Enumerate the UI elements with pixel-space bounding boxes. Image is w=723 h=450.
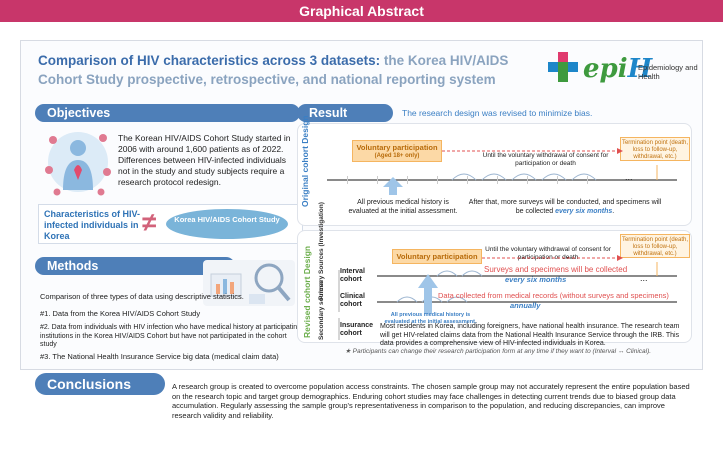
revised-until-arrowhead [617,255,623,261]
cohort-study-oval: Korea HIV/AIDS Cohort Study [166,209,288,239]
result-subtitle: The research design was revised to minim… [402,108,593,118]
objectives-heading: Objectives [35,104,300,122]
insurance-cohort-text: Most residents in Korea, including forei… [380,323,680,347]
graphical-abstract-header: Graphical Abstract [0,0,723,22]
conclusions-heading: Conclusions [35,373,165,395]
participation-footnote: ★ Participants can change their research… [345,348,652,355]
original-until-text: Until the voluntary withdrawal of consen… [482,152,609,167]
interval-cycle-arcs [436,270,483,277]
revised-timeline-diagram [338,255,677,340]
interval-cohort-label: Interval cohort [340,268,365,283]
records-text: Data collected from medical records (wit… [438,291,669,300]
original-until-arrowhead [617,148,623,154]
original-ticks [347,176,588,184]
methods-item-1: #1. Data from the Korea HIV/AIDS Cohort … [40,309,201,318]
objectives-text: The Korean HIV/AIDS Cohort Study started… [118,133,291,187]
data-analysis-illustration-icon [203,260,295,306]
conclusions-text: A research group is created to overcome … [172,382,690,420]
methods-item-2: #2. Data from individuals with HIV infec… [40,324,302,348]
every-six-months-text: every six months [505,275,567,284]
revised-voluntary-box: Voluntary participation [392,249,482,264]
paper-title-line1: Comparison of HIV characteristics across… [38,53,508,68]
journal-logo-wordmark: epiH [583,54,652,84]
revised-history-text: All previous medical history is evaluate… [384,312,477,325]
characteristics-label: Characteristics of HIV-infected individu… [44,209,141,241]
paper-title-line2: Cohort Study prospective, retrospective,… [38,72,496,87]
original-after-main: After that, more surveys will be conduct… [468,199,662,215]
original-termination-box: Termination point (death, loss to follow… [620,137,690,161]
hiv-person-icon [45,132,111,196]
original-history-text: All previous medical history is evaluate… [348,199,458,215]
revised-dots: ... [640,273,648,283]
logo-word-epi: epi [583,54,628,84]
revised-up-arrow [418,274,438,314]
original-vp-sub: (Aged 18+ only) [374,153,420,159]
not-equal-icon: ≠ [142,207,157,237]
methods-heading: Methods [35,257,235,275]
original-vp-title: Voluntary participation [356,143,438,152]
original-timeline-diagram [327,148,677,195]
annually-text: annually [510,301,541,310]
revised-termination-box: Termination point (death, loss to follow… [620,234,690,258]
methods-item-3: #3. The National Health Insurance Servic… [40,352,279,361]
original-cycle-arcs [451,173,597,181]
original-up-arrow [383,177,403,195]
clinical-cohort-label: Clinical cohort [340,293,365,308]
original-after-em: every six months [555,208,613,215]
methods-intro: Comparison of three types of data using … [40,292,244,301]
insurance-cohort-label: Insurance cohort [340,322,374,337]
paper-title-bold: Comparison of HIV characteristics across… [38,53,381,68]
original-voluntary-box: Voluntary participation (Aged 18+ only) [352,140,442,162]
paper-title-rest: the Korea HIV/AIDS [380,53,509,68]
logo-word-h: H [627,54,653,84]
original-after-end: . [612,208,615,215]
surveys-text: Surveys and specimens will be collected [484,265,628,274]
original-after-text: After that, more surveys will be conduct… [465,198,665,216]
journal-logo-subtitle: Epidemiology and Health [638,63,698,81]
journal-logo-mark-icon [548,52,578,82]
result-heading: Result [297,104,393,122]
original-dots: ... [625,172,633,182]
